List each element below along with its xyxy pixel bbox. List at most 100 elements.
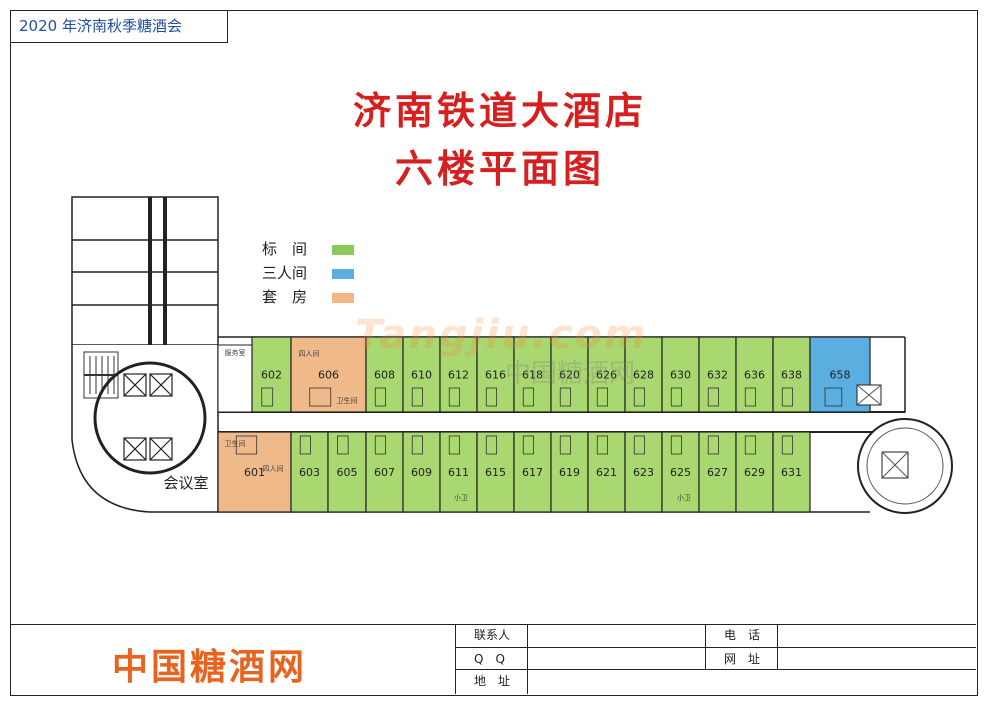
room-626[interactable] [587, 336, 626, 413]
room-number: 608 [374, 369, 395, 382]
event-tag: 2020 年济南秋季糖酒会 [10, 10, 228, 43]
room-number: 601 [244, 466, 265, 479]
room-number: 611 [448, 466, 469, 479]
east-elevator-icon [856, 384, 944, 505]
room-number: 619 [559, 466, 580, 479]
room-610[interactable] [402, 336, 441, 413]
room-612[interactable] [439, 336, 478, 413]
bathroom-box [744, 435, 757, 455]
legend-standard: 标 间 [262, 238, 354, 258]
room-607[interactable] [365, 431, 404, 513]
bathroom-box [374, 387, 387, 407]
four-person-label-top: 四人间 [299, 350, 320, 358]
bathroom-box [374, 435, 387, 455]
address-label: 地 址 [455, 670, 527, 694]
qq-label: Q Q [455, 648, 527, 670]
room-number: 638 [781, 369, 802, 382]
room-631[interactable] [772, 431, 811, 513]
bathroom-box [522, 387, 535, 407]
room-638[interactable] [772, 336, 811, 413]
room-number: 632 [707, 369, 728, 382]
room-number: 658 [830, 369, 851, 382]
website-label: 网 址 [705, 648, 777, 670]
room-602[interactable] [251, 336, 292, 413]
bathroom-box [744, 387, 757, 407]
bathroom-box [522, 435, 535, 455]
bathroom-box [781, 387, 794, 407]
room-number: 607 [374, 466, 395, 479]
room-621[interactable] [587, 431, 626, 513]
room-number: 628 [633, 369, 654, 382]
room-number: 623 [633, 466, 654, 479]
qq-value[interactable] [527, 648, 705, 670]
room-636[interactable] [735, 336, 774, 413]
address-value[interactable] [527, 670, 976, 694]
elevator-lobby [93, 361, 207, 475]
bathroom-box [781, 435, 794, 455]
room-611[interactable] [439, 431, 478, 513]
bathroom-box [448, 387, 461, 407]
bath-label-bottom: 卫生间 [225, 439, 246, 448]
legend-swatch [332, 244, 354, 255]
legend-triple: 三人间 [262, 262, 354, 282]
legend-label: 标 间 [262, 240, 308, 258]
bathroom-box [337, 435, 349, 455]
phone-value[interactable] [777, 624, 976, 648]
room-629[interactable] [735, 431, 774, 513]
west-wing-top [71, 196, 219, 346]
room-number: 612 [448, 369, 469, 382]
room-number: 617 [522, 466, 543, 479]
room-609[interactable] [402, 431, 441, 513]
bathroom-box [411, 435, 424, 455]
legend-swatch [332, 292, 354, 303]
room-628[interactable] [624, 336, 663, 413]
room-number: 626 [596, 369, 617, 382]
room-number: 616 [485, 369, 506, 382]
bathroom-box [309, 387, 332, 407]
room-620[interactable] [550, 336, 589, 413]
bathroom-box [411, 387, 424, 407]
brand-logo-text: 中国糖酒网 [112, 647, 308, 688]
room-616[interactable] [476, 336, 515, 413]
bathroom-box [559, 387, 572, 407]
bathroom-box [633, 387, 646, 407]
stair-icon [83, 351, 119, 399]
bathroom-box [670, 435, 683, 455]
phone-label: 电 话 [705, 624, 777, 648]
room-615[interactable] [476, 431, 515, 513]
room-number: 609 [411, 466, 432, 479]
bathroom-box [824, 387, 843, 407]
room-number: 625 [670, 466, 691, 479]
bathroom-box [235, 435, 258, 455]
meeting-room-label: 会议室 [163, 474, 208, 492]
room-625[interactable] [661, 431, 700, 513]
bathroom-box [448, 435, 461, 455]
room-number: 606 [318, 369, 339, 382]
small-bath-label-611: 小卫 [454, 493, 468, 502]
bathroom-box [559, 435, 572, 455]
bathroom-box [596, 435, 609, 455]
website-value[interactable] [777, 648, 976, 670]
room-601[interactable] [217, 431, 292, 513]
four-person-label-bottom: 四人间 [263, 465, 284, 473]
room-603[interactable] [290, 431, 329, 513]
room-618[interactable] [513, 336, 552, 413]
contact-table: 联系人 电 话 Q Q 网 址 地 址 [455, 624, 976, 694]
bathroom-box [485, 435, 498, 455]
small-bath-label-625: 小卫 [677, 493, 691, 502]
bathroom-box [707, 387, 720, 407]
room-number: 618 [522, 369, 543, 382]
room-number: 603 [299, 466, 320, 479]
contact-value[interactable] [527, 624, 705, 648]
watermark-cn: 中国糖酒网 [505, 359, 636, 389]
room-608[interactable] [365, 336, 404, 413]
service-room-label: 服务室 [225, 348, 246, 357]
footer [10, 624, 976, 695]
room-number: 636 [744, 369, 765, 382]
page-frame [10, 10, 978, 696]
room-605[interactable] [327, 431, 367, 513]
room-number: 620 [559, 369, 580, 382]
bath-label-top: 卫生间 [337, 396, 358, 405]
room-619[interactable] [550, 431, 589, 513]
